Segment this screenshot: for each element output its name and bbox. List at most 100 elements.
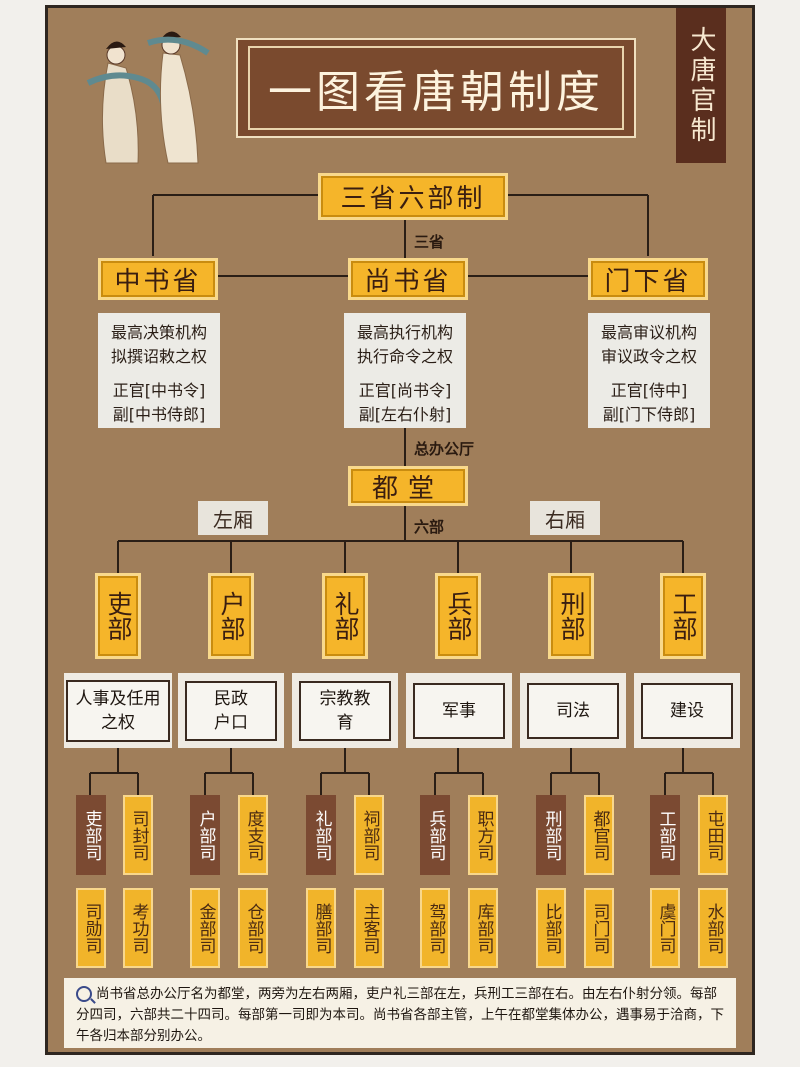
- dutang-node: 都堂: [348, 466, 468, 506]
- sub-dept: 比部司: [536, 888, 566, 968]
- ministry-name: 刑部: [557, 591, 586, 641]
- ministry-name: 工部: [669, 591, 698, 641]
- sub-dept-label: 比部司: [541, 902, 562, 954]
- sub-dept-label: 兵部司: [425, 809, 446, 861]
- ministry-function-li: 人事及任用之权: [64, 673, 172, 748]
- poster: 一图看唐朝制度 大唐官制 三省六部制 三省 中书省 尚书省 门下省 最高决策机构…: [45, 5, 755, 1055]
- desc-line: 正官[尚书令]: [358, 381, 452, 400]
- sub-dept-first: 户部司: [190, 795, 220, 875]
- sub-dept-label: 金部司: [195, 902, 216, 954]
- connector-lines: [89, 194, 714, 795]
- sub-dept-label: 户部司: [195, 809, 216, 861]
- sub-dept-first: 工部司: [650, 795, 680, 875]
- province-desc-menxia: 最高审议机构 审议政令之权 正官[侍中] 副[门下侍郎]: [588, 313, 710, 428]
- side-tag: 大唐官制: [676, 8, 726, 163]
- function-text: 军事: [413, 682, 505, 739]
- sub-dept-label: 驾部司: [425, 902, 446, 954]
- ministry-function-bing: 军事: [406, 673, 512, 748]
- right-wing-label: 右厢: [530, 501, 600, 535]
- desc-line: 审议政令之权: [600, 347, 697, 366]
- sub-dept-label: 礼部司: [311, 809, 332, 861]
- sub-dept-label: 虞门司: [655, 902, 676, 954]
- province-menxia: 门下省: [588, 258, 708, 300]
- sub-dept-label: 职方司: [473, 809, 494, 861]
- ministry-bing: 兵部: [435, 573, 481, 659]
- function-text: 司法: [527, 682, 619, 739]
- sub-dept-label: 度支司: [243, 809, 264, 861]
- sub-dept: 屯田司: [698, 795, 728, 875]
- sub-dept: 仓部司: [238, 888, 268, 968]
- left-wing-label: 左厢: [198, 501, 268, 535]
- sub-dept-first: 兵部司: [420, 795, 450, 875]
- title-banner: 一图看唐朝制度: [236, 38, 636, 138]
- desc-line: 执行命令之权: [356, 347, 453, 366]
- sub-dept: 度支司: [238, 795, 268, 875]
- province-desc-zhongshu: 最高决策机构 拟撰诏敕之权 正官[中书令] 副[中书侍郎]: [98, 313, 220, 428]
- side-tag-text: 大唐官制: [686, 25, 716, 146]
- sub-dept-first: 刑部司: [536, 795, 566, 875]
- desc-line: 副[左右仆射]: [358, 405, 452, 424]
- sub-dept: 司门司: [584, 888, 614, 968]
- province-shangshu: 尚书省: [348, 258, 468, 300]
- sub-dept: 祠部司: [354, 795, 384, 875]
- ministry-name: 礼部: [331, 591, 360, 641]
- province-zhongshu: 中书省: [98, 258, 218, 300]
- root-node: 三省六部制: [318, 173, 508, 220]
- sub-dept-label: 司门司: [589, 902, 610, 954]
- ministry-function-li-rites: 宗教教育: [292, 673, 398, 748]
- sub-dept-label: 屯田司: [703, 809, 724, 861]
- sub-dept: 司封司: [123, 795, 153, 875]
- desc-line: 正官[侍中]: [610, 381, 688, 400]
- function-text: 民政户口: [185, 680, 277, 741]
- sub-dept-label: 吏部司: [81, 809, 102, 861]
- ministry-li: 吏部: [95, 573, 141, 659]
- desc-line: 最高执行机构: [356, 323, 453, 342]
- sub-dept: 水部司: [698, 888, 728, 968]
- ministry-function-hu: 民政户口: [178, 673, 284, 748]
- desc-line: 正官[中书令]: [112, 381, 206, 400]
- desc-line: 最高决策机构: [110, 323, 207, 342]
- sub-dept: 主客司: [354, 888, 384, 968]
- sub-dept: 金部司: [190, 888, 220, 968]
- sub-dept: 库部司: [468, 888, 498, 968]
- label-sansheng: 三省: [414, 233, 445, 251]
- sub-dept: 虞门司: [650, 888, 680, 968]
- sub-dept: 司勋司: [76, 888, 106, 968]
- sub-dept-label: 考功司: [128, 902, 149, 954]
- sub-dept: 膳部司: [306, 888, 336, 968]
- ministry-li-rites: 礼部: [322, 573, 368, 659]
- sub-dept: 职方司: [468, 795, 498, 875]
- footnote-text: 尚书省总办公厅名为都堂，两旁为左右两厢，吏户礼三部在左，兵刑工三部在右。由左右仆…: [76, 986, 724, 1044]
- ministry-function-xing: 司法: [520, 673, 626, 748]
- sub-dept-first: 礼部司: [306, 795, 336, 875]
- sub-dept-label: 司封司: [128, 809, 149, 861]
- ministry-xing: 刑部: [548, 573, 594, 659]
- sub-dept-label: 都官司: [589, 809, 610, 861]
- label-zongban: 总办公厅: [414, 440, 475, 458]
- sub-dept-label: 工部司: [655, 809, 676, 861]
- footnote: 尚书省总办公厅名为都堂，两旁为左右两厢，吏户礼三部在左，兵刑工三部在右。由左右仆…: [64, 978, 736, 1048]
- desc-line: 拟撰诏敕之权: [110, 347, 207, 366]
- ministry-name: 户部: [217, 591, 246, 641]
- sub-dept-label: 水部司: [703, 902, 724, 954]
- sub-dept: 考功司: [123, 888, 153, 968]
- sub-dept-label: 库部司: [473, 902, 494, 954]
- sub-dept-label: 司勋司: [81, 902, 102, 954]
- desc-line: 副[中书侍郎]: [112, 405, 206, 424]
- desc-line: 最高审议机构: [600, 323, 697, 342]
- sub-dept-label: 主客司: [359, 902, 380, 954]
- tang-ladies-illustration: [86, 31, 210, 164]
- sub-dept-label: 膳部司: [311, 902, 332, 954]
- province-desc-shangshu: 最高执行机构 执行命令之权 正官[尚书令] 副[左右仆射]: [344, 313, 466, 428]
- page-title: 一图看唐朝制度: [248, 46, 624, 130]
- function-text: 宗教教育: [299, 680, 391, 741]
- ministry-gong: 工部: [660, 573, 706, 659]
- sub-dept-first: 吏部司: [76, 795, 106, 875]
- ministry-name: 兵部: [444, 591, 473, 641]
- ministry-hu: 户部: [208, 573, 254, 659]
- ministry-name: 吏部: [104, 591, 133, 641]
- sub-dept: 都官司: [584, 795, 614, 875]
- sub-dept-label: 仓部司: [243, 902, 264, 954]
- sub-dept: 驾部司: [420, 888, 450, 968]
- desc-line: 副[门下侍郎]: [602, 405, 696, 424]
